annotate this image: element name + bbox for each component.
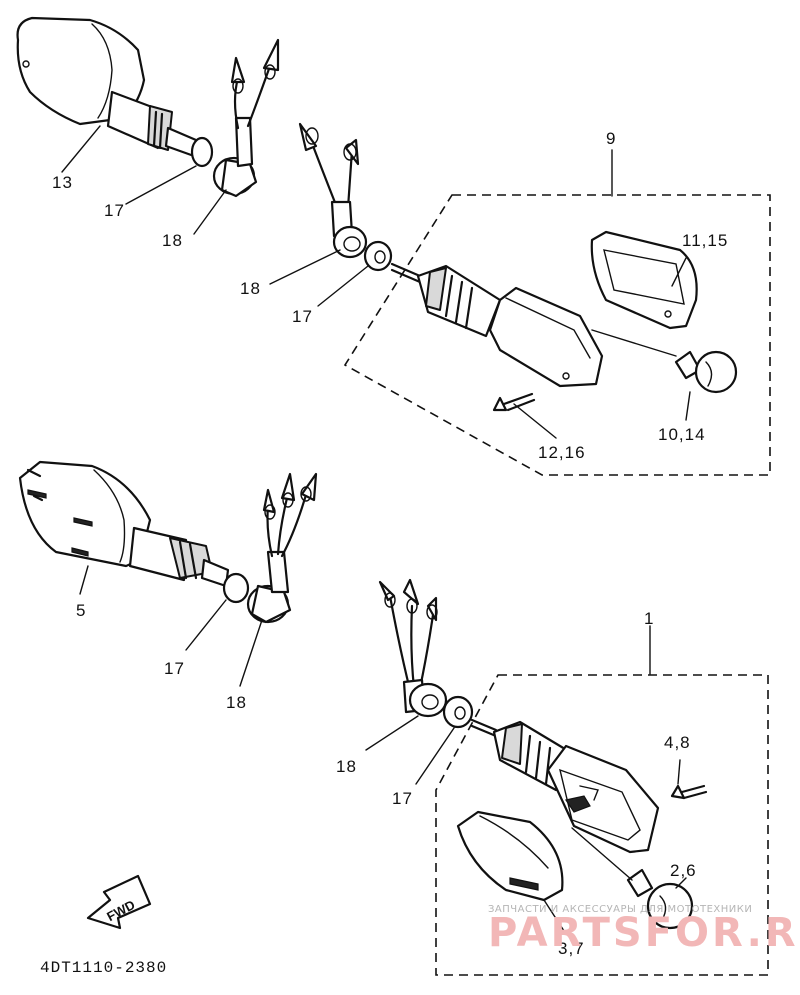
label-12-16: 12,16 [538, 443, 586, 462]
label-3-7: 3,7 [558, 939, 585, 958]
drawing-code: 4DT1110-2380 [40, 959, 167, 977]
label-13: 13 [52, 173, 73, 192]
label-17-b: 17 [292, 307, 313, 326]
label-18-c: 18 [226, 693, 247, 712]
leader-lines [61, 125, 691, 935]
label-17-a: 17 [104, 201, 125, 220]
flasher-assembly-9 [298, 122, 771, 476]
label-17-c: 17 [164, 659, 185, 678]
label-4-8: 4,8 [664, 733, 691, 752]
part-labels: 13 17 18 9 11,15 18 17 10,14 12,16 5 1 1… [52, 129, 728, 958]
label-18-d: 18 [336, 757, 357, 776]
label-18-b: 18 [240, 279, 261, 298]
watermark-tagline: ЗАПЧАСТИ И АКСЕССУАРЫ ДЛЯ МОТОТЕХНИКИ [488, 904, 752, 915]
label-2-6: 2,6 [670, 861, 697, 880]
label-11-15: 11,15 [682, 231, 728, 250]
label-5: 5 [76, 601, 86, 620]
label-9: 9 [606, 129, 616, 148]
forward-arrow-icon: FWD [86, 874, 152, 930]
label-10-14: 10,14 [658, 425, 706, 444]
watermark: ЗАПЧАСТИ И АКСЕССУАРЫ ДЛЯ МОТОТЕХНИКИ PA… [488, 904, 800, 956]
label-18-a: 18 [162, 231, 183, 250]
label-1: 1 [644, 609, 654, 628]
label-17-d: 17 [392, 789, 413, 808]
flasher-assembly-1 [378, 578, 769, 976]
flasher-assembly-5 [18, 460, 318, 624]
flasher-assembly-13 [16, 16, 280, 198]
watermark-logo: PARTSFOR.RU [488, 910, 800, 956]
